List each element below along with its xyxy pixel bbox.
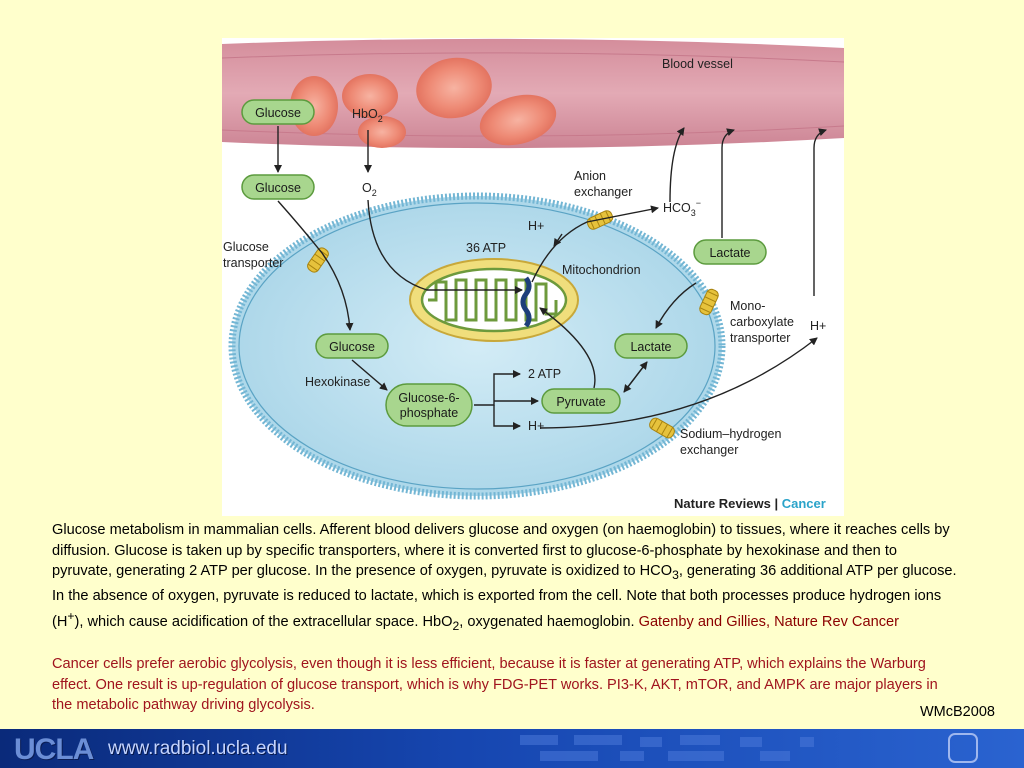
lactate-cell-pill: Lactate (614, 333, 688, 359)
cell-body (228, 192, 726, 500)
glucose-mid-pill: Glucose (241, 174, 315, 200)
footer-bar: UCLA www.radbiol.ucla.edu (0, 729, 1024, 768)
red-blood-cells (290, 57, 557, 148)
square-icon[interactable] (948, 733, 978, 763)
source-label: Nature Reviews | Cancer (674, 496, 826, 511)
caption-reference: Gatenby and Gillies, Nature Rev Cancer (638, 614, 899, 631)
glucose-transporter-label-2: transporter (223, 256, 283, 270)
decor-block (760, 751, 790, 761)
decor-block (520, 735, 558, 745)
lactate-top-pill: Lactate (693, 239, 767, 265)
glucose-cell-pill: Glucose (315, 333, 389, 359)
decor-block (740, 737, 762, 747)
hco3-label: HCO3− (663, 198, 701, 218)
transporters (307, 210, 719, 439)
figure-caption: Glucose metabolism in mammalian cells. A… (52, 522, 957, 634)
decor-block (574, 735, 622, 745)
sodium-hydrogen-label-2: exchanger (680, 443, 738, 457)
glucose-transporter-label-1: Glucose (223, 240, 269, 254)
decor-block (668, 751, 724, 761)
g6p-pill: Glucose-6- phosphate (385, 383, 473, 427)
svg-text:Lactate: Lactate (709, 246, 750, 260)
anion-exchanger-label-1: Anion (574, 169, 606, 183)
decor-block (800, 737, 814, 747)
o2-label: O2 (362, 181, 377, 198)
ucla-logo[interactable]: UCLA (14, 733, 94, 766)
svg-text:Glucose: Glucose (329, 340, 375, 354)
footer-url-link[interactable]: www.radbiol.ucla.edu (108, 738, 288, 759)
hexokinase-label: Hexokinase (305, 375, 370, 389)
credit-label: WMcB2008 (920, 704, 995, 720)
svg-text:Lactate: Lactate (630, 340, 671, 354)
mono-label-3: transporter (730, 331, 790, 345)
svg-text:Glucose: Glucose (255, 181, 301, 195)
cancer-note: Cancer cells prefer aerobic glycolysis, … (52, 656, 938, 714)
decor-block (620, 751, 644, 761)
decor-block (680, 735, 720, 745)
pathway-arrows (274, 126, 827, 430)
decor-block (640, 737, 662, 747)
atp2-label: 2 ATP (528, 367, 561, 381)
sodium-hydrogen-label-1: Sodium–hydrogen (680, 427, 782, 441)
glucose-vessel-pill: Glucose (241, 99, 315, 125)
mono-label-1: Mono- (730, 299, 765, 313)
cell-membrane (238, 202, 716, 490)
svg-text:Pyruvate: Pyruvate (556, 395, 605, 409)
mitochondrion (409, 258, 579, 342)
pyruvate-pill: Pyruvate (541, 388, 621, 414)
hbo2-label: HbO2 (352, 107, 383, 124)
svg-text:Glucose: Glucose (255, 106, 301, 120)
h-plus-right-label: H+ (810, 319, 826, 333)
atp36-label: 36 ATP (466, 241, 506, 255)
metabolism-figure: Blood vessel Glucose Glucose Glucose (222, 38, 844, 516)
svg-text:Glucose-6-: Glucose-6- (398, 391, 459, 405)
decor-block (540, 751, 598, 761)
blood-vessel-label: Blood vessel (662, 57, 733, 71)
h-plus-bottom-label: H+ (528, 419, 544, 433)
anion-exchanger-label-2: exchanger (574, 185, 632, 199)
svg-text:phosphate: phosphate (400, 406, 458, 420)
mitochondrion-label: Mitochondrion (562, 263, 641, 277)
h-plus-top-label: H+ (528, 219, 544, 233)
mono-label-2: carboxylate (730, 315, 794, 329)
